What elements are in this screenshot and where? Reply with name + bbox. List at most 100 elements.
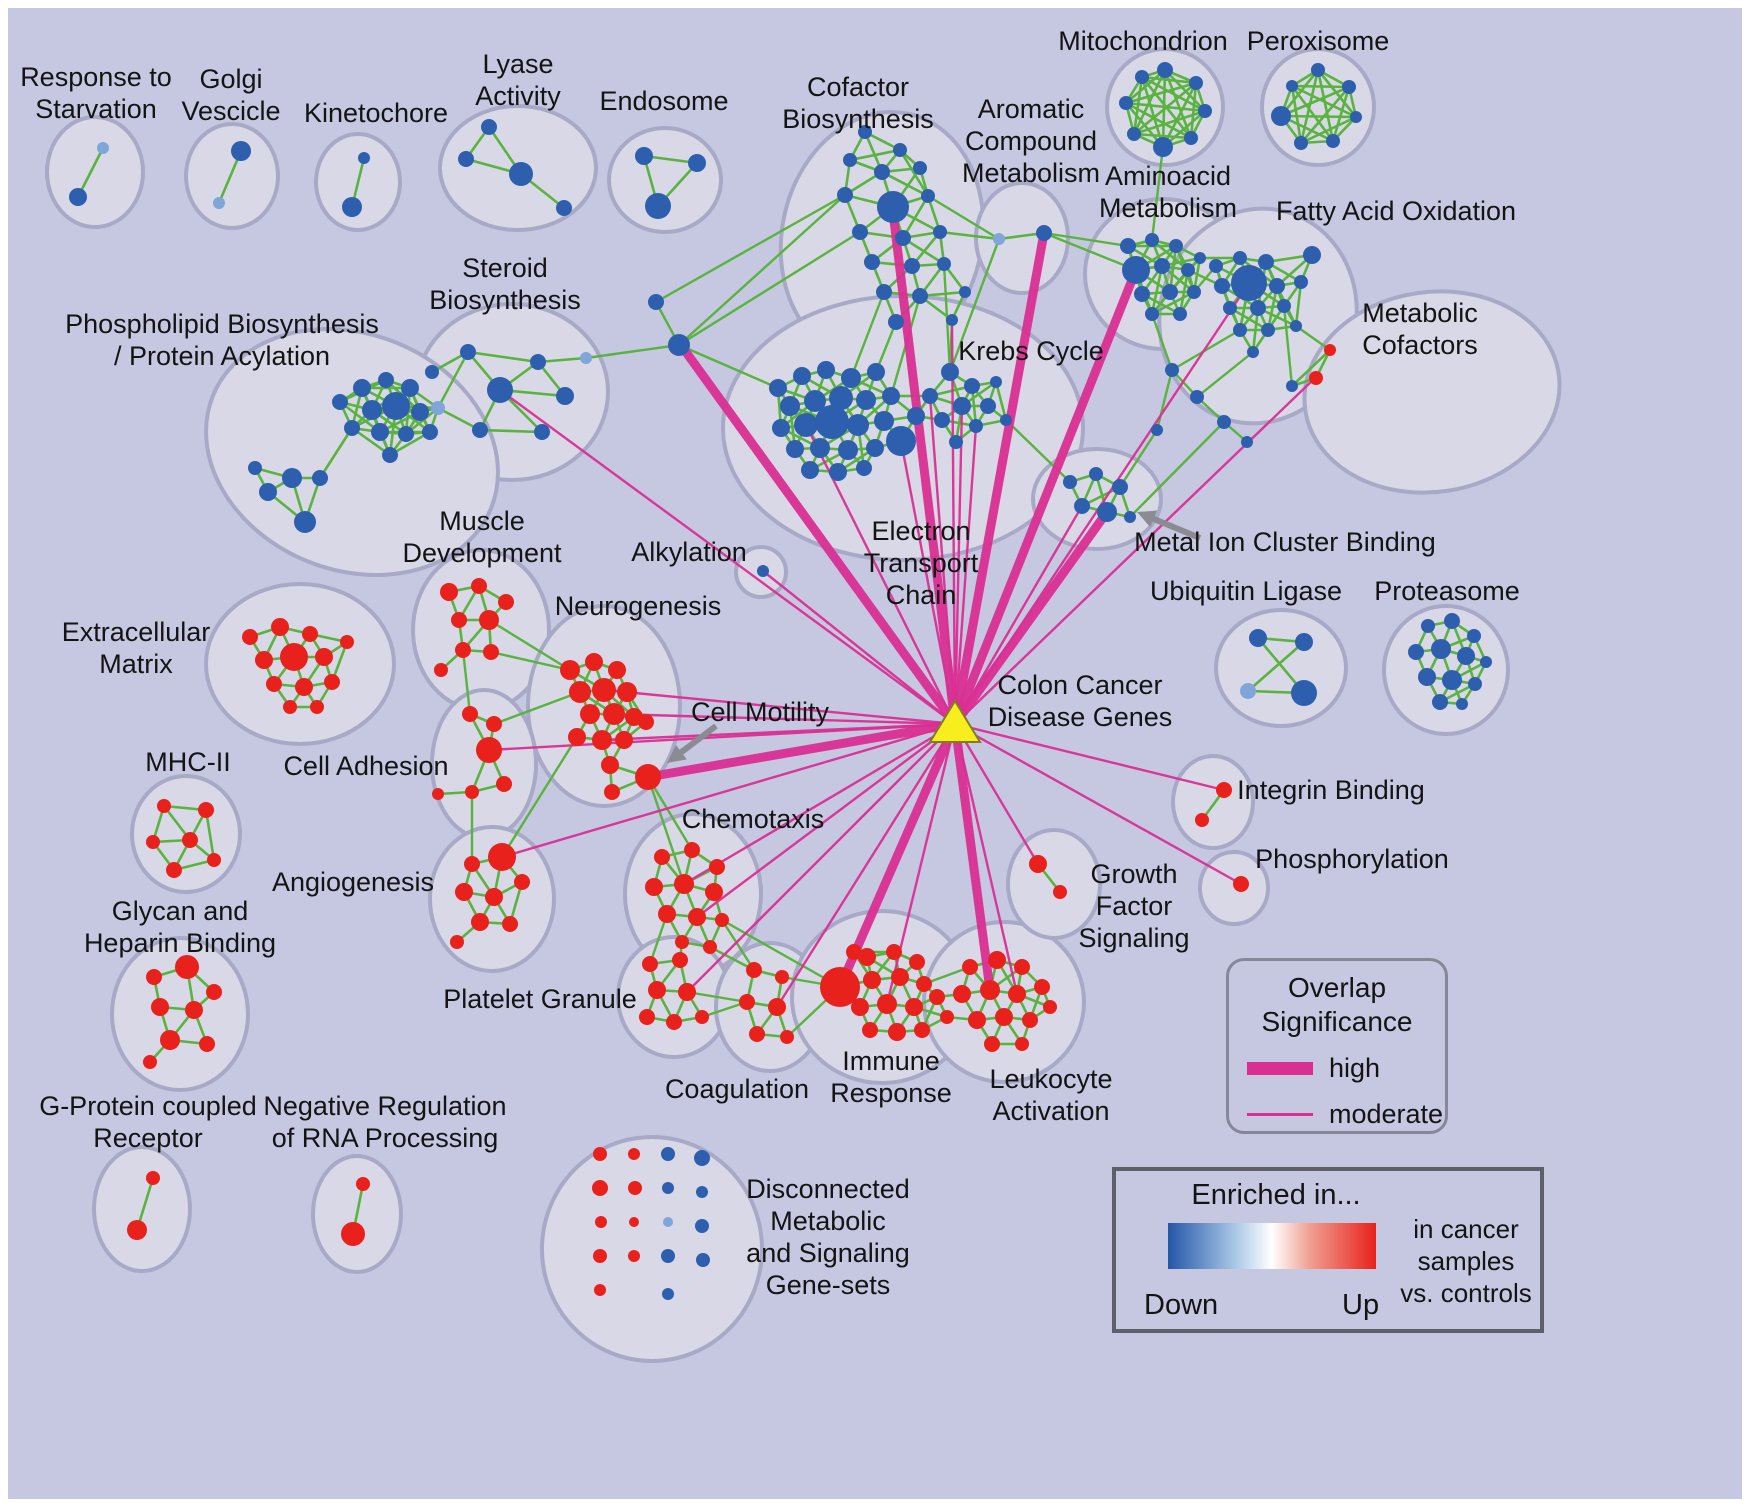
gene-set-node-neurogenesis[interactable] [604,784,620,800]
gene-set-node-phospholipid-biosynthesis[interactable] [344,420,360,436]
gene-overlap-edge[interactable] [678,194,846,346]
gene-set-node-muscle-development[interactable] [434,663,448,677]
gene-set-node-phospholipid-biosynthesis[interactable] [378,372,394,388]
gene-set-node-ubiquitin-ligase[interactable] [1240,683,1256,699]
gene-set-node-neurogenesis[interactable] [560,660,580,680]
gene-set-node-electron-transport-chain[interactable] [838,440,858,460]
gene-set-node-connector[interactable] [648,294,664,310]
gene-overlap-edge[interactable] [585,343,680,360]
gene-overlap-edge[interactable] [537,356,587,364]
gene-set-node-proteasome[interactable] [1467,629,1481,643]
gene-set-node-fatty-acid-oxidation[interactable] [1290,320,1302,332]
gene-overlap-edge[interactable] [1300,86,1350,144]
disease-overlap-edge-moderate[interactable] [953,723,1019,995]
gene-set-node-leukocyte-activation[interactable] [1022,1012,1038,1028]
gene-set-node-peroxisome[interactable] [1342,80,1356,94]
gene-set-node-steroid-biosynthesis[interactable] [556,387,574,405]
gene-overlap-edge[interactable] [1151,290,1195,316]
gene-set-node-disconnected-gene-sets[interactable] [662,1182,674,1194]
disease-overlap-edge-high[interactable] [950,232,1049,725]
gene-overlap-edge[interactable] [720,919,756,971]
gene-set-node-neurogenesis[interactable] [585,653,603,671]
gene-set-node-extracellular-matrix[interactable] [295,678,313,696]
gene-set-node-electron-transport-chain[interactable] [882,387,900,405]
gene-set-node-phospholipid-biosynthesis[interactable] [382,447,398,463]
gene-set-node-growth-factor-signaling[interactable] [1029,855,1047,873]
gene-set-node-platelet-granule[interactable] [639,1009,655,1025]
gene-set-node-cell-adhesion[interactable] [496,776,512,792]
gene-set-node-cofactor-biosynthesis[interactable] [893,143,907,157]
gene-overlap-edge[interactable] [1133,132,1192,140]
gene-set-node-extracellular-matrix[interactable] [340,635,354,649]
gene-set-node-electron-transport-chain[interactable] [856,460,872,476]
gene-set-node-glycan-heparin-binding[interactable] [185,1001,203,1019]
gene-set-node-glycan-heparin-binding[interactable] [151,998,169,1016]
gene-set-node-immune-response[interactable] [929,989,945,1005]
gene-set-node-aminoacid-metabolism[interactable] [1181,263,1195,277]
gene-set-node-cofactor-biosynthesis[interactable] [933,225,947,239]
gene-set-node-glycan-heparin-binding[interactable] [206,984,222,1000]
gene-set-node-phospholipid-biosynthesis[interactable] [312,470,328,486]
gene-set-node-response-to-starvation[interactable] [97,142,109,154]
gene-set-node-kinetochore[interactable] [342,197,362,217]
gene-set-node-coagulation[interactable] [775,970,789,984]
gene-set-node-aminoacid-metabolism[interactable] [1194,252,1206,264]
gene-set-node-metal-ion-cluster-binding[interactable] [1089,467,1103,481]
gene-set-node-cofactor-biosynthesis[interactable] [837,187,853,203]
gene-set-node-neurogenesis[interactable] [608,661,626,679]
gene-set-node-peroxisome[interactable] [1326,134,1340,148]
gene-set-node-ubiquitin-ligase[interactable] [1291,680,1317,706]
gene-set-node-kinetochore[interactable] [358,152,370,164]
gene-set-node-immune-response[interactable] [886,944,902,960]
gene-set-node-mitochondrion[interactable] [1157,62,1173,78]
gene-overlap-edge[interactable] [1141,75,1206,113]
gene-set-node-steroid-biosynthesis[interactable] [472,422,488,438]
gene-set-node-angiogenesis[interactable] [450,935,464,949]
disease-overlap-edge-high[interactable] [950,723,995,991]
gene-set-node-neurogenesis[interactable] [580,704,600,724]
gene-set-node-mitochondrion[interactable] [1127,127,1141,141]
gene-set-node-extracellular-matrix[interactable] [302,626,318,642]
gene-overlap-edge[interactable] [678,230,861,347]
disease-overlap-edge-moderate[interactable] [954,377,1316,725]
gene-overlap-edge[interactable] [1140,76,1165,148]
gene-set-node-leukocyte-activation[interactable] [1015,1037,1029,1051]
gene-set-node-proteasome[interactable] [1457,647,1475,665]
gene-set-node-glycan-heparin-binding[interactable] [146,969,162,985]
gene-set-node-endosome[interactable] [635,147,653,165]
gene-set-node-fatty-acid-oxidation[interactable] [1233,251,1247,265]
gene-set-node-peroxisome[interactable] [1350,111,1362,123]
gene-set-node-fatty-acid-oxidation[interactable] [1277,299,1291,313]
gene-set-node-electron-transport-chain[interactable] [964,378,980,394]
gene-set-node-cofactor-biosynthesis[interactable] [946,314,958,326]
gene-set-node-cell-adhesion[interactable] [465,785,479,799]
gene-set-node-connector[interactable] [1217,415,1231,429]
gene-set-node-neurogenesis[interactable] [592,678,616,702]
gene-set-node-electron-transport-chain[interactable] [866,439,884,457]
gene-set-node-metal-ion-cluster-binding[interactable] [1097,502,1117,522]
gene-set-node-chemotaxis[interactable] [705,883,723,901]
gene-set-node-extracellular-matrix[interactable] [283,700,297,714]
gene-set-node-platelet-granule[interactable] [672,952,688,968]
disease-overlap-edge-moderate[interactable] [953,405,964,725]
disease-overlap-edge-moderate[interactable] [499,389,956,725]
gene-set-node-connector[interactable] [1165,363,1179,377]
gene-set-node-aromatic-compound-metabolism[interactable] [993,233,1005,245]
gene-set-node-disconnected-gene-sets[interactable] [694,1150,710,1166]
gene-set-node-golgi-vescicle[interactable] [231,141,251,161]
gene-set-node-aminoacid-metabolism[interactable] [1154,258,1170,274]
gene-set-node-platelet-granule[interactable] [666,1014,682,1030]
gene-set-node-metal-ion-cluster-binding[interactable] [1112,479,1128,495]
gene-set-node-neurogenesis[interactable] [617,682,637,702]
gene-set-node-cell-adhesion[interactable] [486,716,502,732]
gene-set-node-fatty-acid-oxidation[interactable] [1231,265,1267,301]
gene-set-node-immune-response[interactable] [914,1022,930,1038]
gene-set-node-coagulation[interactable] [780,1030,794,1044]
gene-set-node-disconnected-gene-sets[interactable] [661,1147,675,1161]
disease-overlap-edge-moderate[interactable] [488,722,956,752]
gene-set-node-neurogenesis[interactable] [638,714,654,730]
gene-set-node-phospholipid-biosynthesis[interactable] [411,403,429,421]
gene-set-node-golgi-vescicle[interactable] [213,197,225,209]
gene-overlap-edge[interactable] [1141,75,1197,85]
gene-set-node-disconnected-gene-sets[interactable] [592,1180,608,1196]
